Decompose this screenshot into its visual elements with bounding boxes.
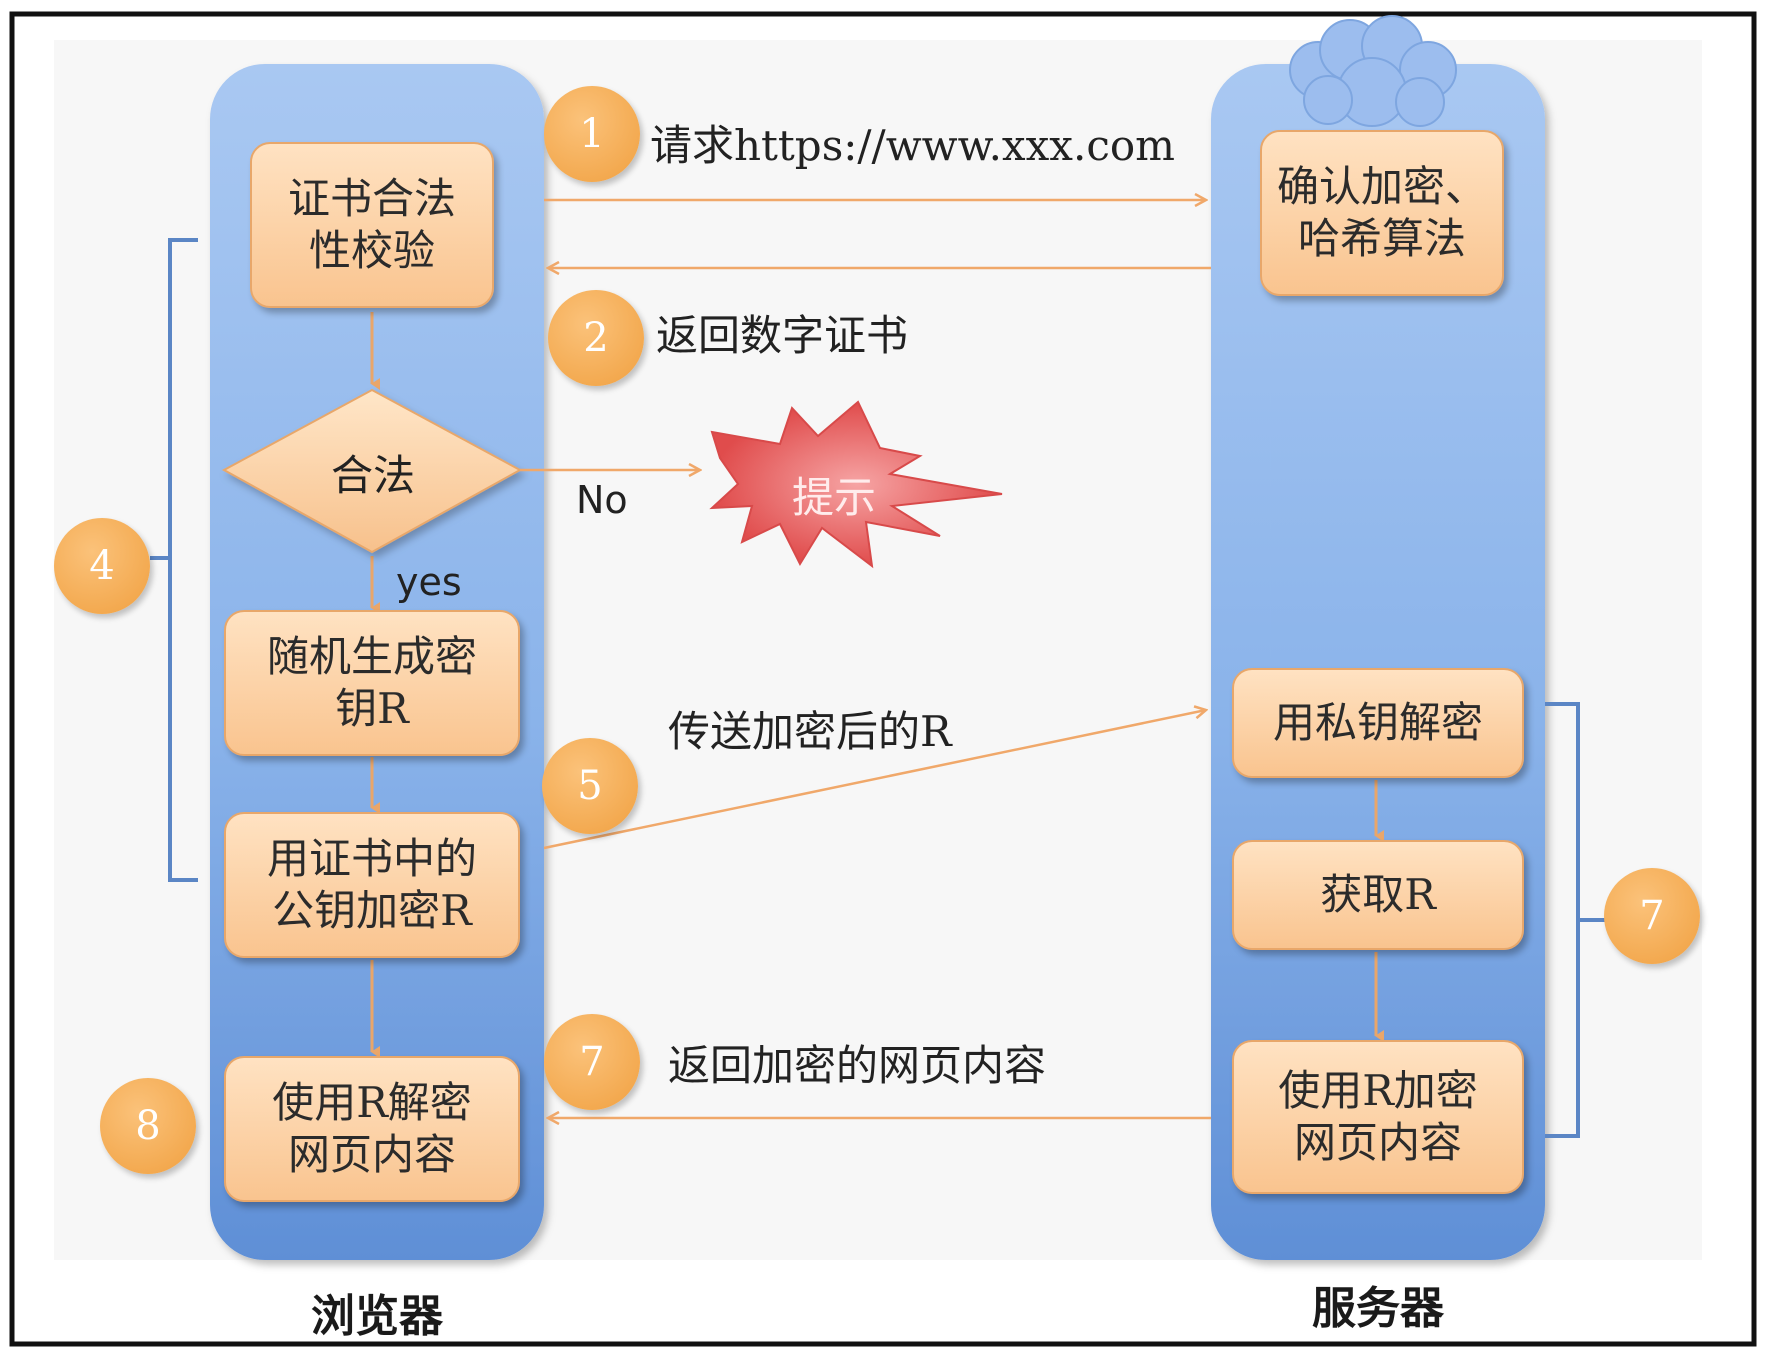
cloud-icon xyxy=(1289,15,1457,127)
request-label: 请求https://www.xxx.com xyxy=(650,121,1175,170)
bracket-server-group xyxy=(1545,702,1606,1138)
decision-diamond xyxy=(221,388,523,554)
return-page-label: 返回加密的网页内容 xyxy=(668,1041,1047,1090)
return-cert-label: 返回数字证书 xyxy=(656,311,909,360)
step-circle-8: 8 xyxy=(100,1078,196,1174)
get-r-box: 获取R xyxy=(1232,840,1524,950)
generate-key-box: 随机生成密 钥R xyxy=(224,610,520,756)
step-circle-1: 1 xyxy=(544,86,640,182)
step-circle-7-right: 7 xyxy=(1604,868,1700,964)
encrypt-key-box: 用证书中的 公钥加密R xyxy=(224,812,520,958)
browser-lane-title: 浏览器 xyxy=(311,1291,443,1342)
alert-label: 提示 xyxy=(792,473,877,522)
arrow-send-r xyxy=(543,710,1206,850)
send-r-label: 传送加密后的R xyxy=(668,707,952,756)
encrypt-page-box: 使用R加密 网页内容 xyxy=(1232,1040,1524,1194)
outer-frame xyxy=(9,11,1757,1347)
server-lane xyxy=(1211,64,1545,1260)
cert-check-box: 证书合法 性校验 xyxy=(250,142,494,308)
decision-label: 合法 xyxy=(330,451,415,500)
confirm-algorithm-box: 确认加密、 哈希算法 xyxy=(1260,130,1504,296)
no-label: No xyxy=(576,478,628,522)
step-circle-2: 2 xyxy=(548,290,644,386)
private-decrypt-box: 用私钥解密 xyxy=(1232,668,1524,778)
yes-label: yes xyxy=(396,560,462,604)
alert-starburst xyxy=(709,400,1003,569)
server-lane-title: 服务器 xyxy=(1312,1283,1444,1334)
step-circle-5: 5 xyxy=(542,738,638,834)
decrypt-page-box: 使用R解密 网页内容 xyxy=(224,1056,520,1202)
step-circle-7-left: 7 xyxy=(544,1014,640,1110)
step-circle-4: 4 xyxy=(54,518,150,614)
bracket-browser-group xyxy=(150,238,198,882)
